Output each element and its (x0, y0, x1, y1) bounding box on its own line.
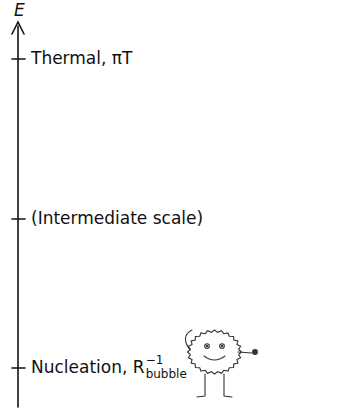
axis-line (17, 26, 19, 407)
axis-arrowhead (12, 22, 24, 34)
cartoon-character (185, 330, 257, 397)
scale-label: (Intermediate scale) (31, 209, 203, 229)
tick-mark (12, 58, 25, 60)
axis-label: E (14, 1, 25, 21)
tick-mark (12, 218, 25, 220)
subscript: bubble (146, 368, 187, 382)
superscript: −1 (146, 354, 164, 368)
scale-label: Nucleation, R (31, 358, 145, 378)
tick-mark (12, 367, 25, 369)
scale-label: Thermal, πT (31, 49, 132, 69)
